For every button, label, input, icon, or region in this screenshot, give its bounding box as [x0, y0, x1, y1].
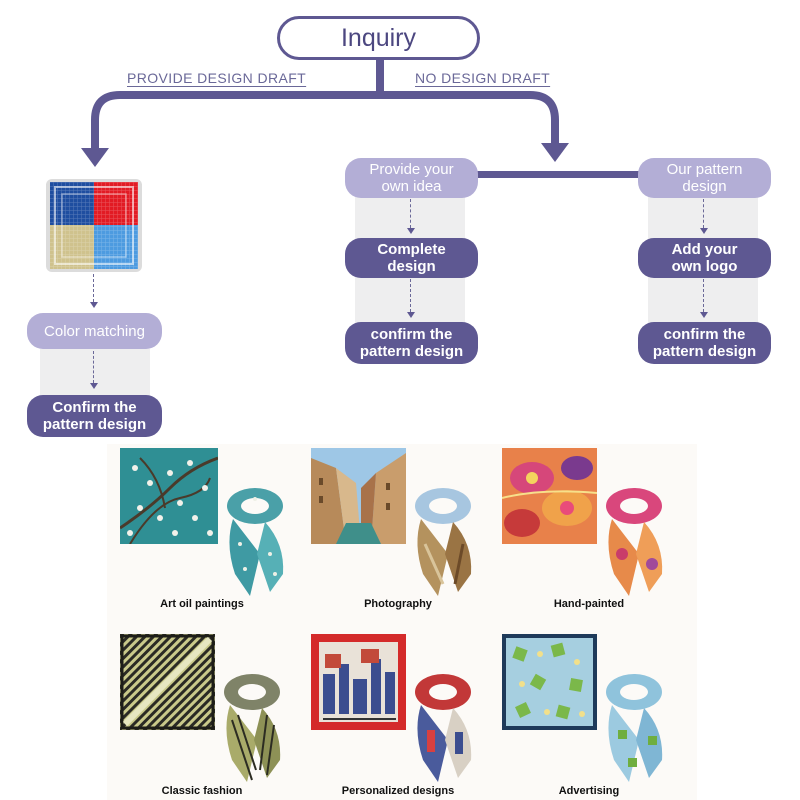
- art-oil-paintings-caption: Art oil paintings: [160, 598, 244, 610]
- confirm-right-line1: confirm the: [663, 326, 746, 343]
- our-pattern-line1: Our pattern: [666, 161, 743, 178]
- hand-painted-scarf-icon: [606, 488, 663, 596]
- add-logo-line2: own logo: [671, 258, 738, 275]
- advertising-scarf-icon: [606, 674, 663, 782]
- photo-scarf-icon: [415, 488, 472, 596]
- personalized-city-print-icon: [311, 634, 406, 730]
- connector-right-1: [703, 199, 704, 228]
- connector-left-2: [93, 351, 94, 383]
- confirm-middle-line1: confirm the: [370, 326, 453, 343]
- classic-scarf-icon: [224, 674, 281, 782]
- provide-idea-line1: Provide your: [369, 161, 454, 178]
- provide-design-draft-label: PROVIDE DESIGN DRAFT: [127, 70, 307, 86]
- classic-stripe-pattern-icon: [120, 634, 215, 730]
- inquiry-node: Inquiry: [277, 16, 480, 60]
- arrow-right-1: [700, 228, 708, 234]
- confirm-pattern-step-right: confirm the pattern design: [638, 322, 771, 364]
- personalized-scarf-icon: [415, 674, 472, 782]
- connector-right-2: [703, 279, 704, 312]
- no-design-draft-label: NO DESIGN DRAFT: [415, 70, 551, 86]
- our-pattern-step: Our pattern design: [638, 158, 771, 198]
- add-logo-step: Add your own logo: [638, 238, 771, 278]
- confirm-left-line2: pattern design: [42, 416, 147, 433]
- almond-blossom-painting-icon: [120, 448, 218, 544]
- advertising-caption: Advertising: [558, 785, 620, 797]
- teal-scarf-icon: [227, 488, 284, 596]
- color-matching-text: Color matching: [44, 322, 145, 340]
- our-pattern-line2: design: [682, 178, 727, 195]
- complete-design-line1: Complete: [377, 241, 446, 258]
- photography-caption: Photography: [364, 598, 432, 610]
- flow-connectors: [81, 60, 645, 178]
- arrow-right-2: [700, 312, 708, 318]
- confirm-middle-line2: pattern design: [359, 343, 464, 360]
- personalized-designs-caption: Personalized designs: [341, 785, 455, 797]
- provide-idea-step: Provide your own idea: [345, 158, 478, 198]
- confirm-right-line2: pattern design: [652, 343, 757, 360]
- connector-middle-1: [410, 199, 411, 228]
- arrow-left-1: [90, 302, 98, 308]
- hand-painted-caption: Hand-painted: [553, 598, 625, 610]
- confirm-pattern-step-middle: confirm the pattern design: [345, 322, 478, 364]
- arrow-middle-2: [407, 312, 415, 318]
- classic-fashion-caption: Classic fashion: [161, 785, 243, 797]
- confirm-left-line1: Confirm the: [52, 399, 137, 416]
- arrow-middle-1: [407, 228, 415, 234]
- venice-canal-photo-icon: [311, 448, 406, 544]
- inquiry-label: Inquiry: [340, 23, 417, 52]
- connector-left-1: [93, 274, 94, 302]
- color-swatch-icon: [46, 179, 142, 272]
- advertising-logo-pattern-icon: [502, 634, 597, 730]
- provide-idea-line2: own idea: [381, 178, 442, 195]
- complete-design-line2: design: [387, 258, 436, 275]
- hand-painted-floral-icon: [502, 448, 597, 544]
- connector-middle-2: [410, 279, 411, 312]
- confirm-pattern-step-left: Confirm the pattern design: [27, 395, 162, 437]
- complete-design-step: Complete design: [345, 238, 478, 278]
- arrow-left-2: [90, 383, 98, 389]
- design-gallery: Art oil paintings Photography Hand: [107, 444, 697, 800]
- color-matching-step: Color matching: [27, 313, 162, 349]
- add-logo-line1: Add your: [671, 241, 738, 258]
